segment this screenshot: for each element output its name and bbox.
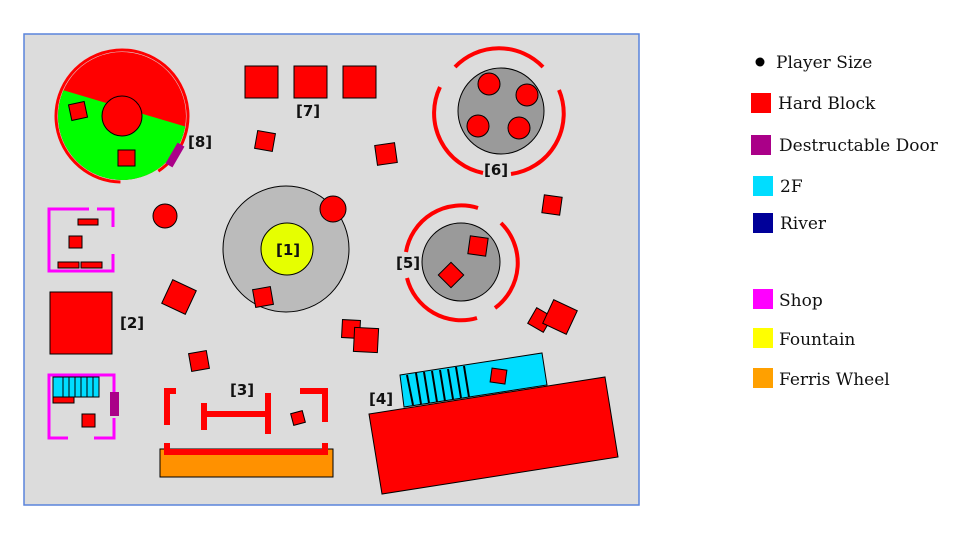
- player-size-icon: [755, 57, 765, 67]
- fountain-swatch: [753, 328, 773, 348]
- area-4: [4]: [368, 352, 619, 495]
- shop-2: [47, 373, 119, 440]
- legend-fountain: Fountain: [779, 330, 855, 350]
- legend: Player Size Hard Block Destructable Door…: [751, 53, 939, 390]
- area-8: [8]: [54, 48, 212, 184]
- label-3: [3]: [230, 381, 254, 399]
- label-7: [7]: [296, 102, 320, 120]
- label-2: [2]: [120, 314, 144, 332]
- label-6: [6]: [484, 161, 508, 179]
- door-swatch: [751, 135, 771, 155]
- label-1: [1]: [276, 241, 300, 259]
- fountain: [260, 222, 314, 276]
- destructable-door: [165, 142, 185, 168]
- area-5: [404, 203, 520, 323]
- area-3: [3]: [159, 381, 334, 478]
- hard-block-swatch: [751, 93, 771, 113]
- label-4: [4]: [369, 390, 393, 408]
- legend-river: River: [780, 214, 827, 234]
- 2f-swatch: [753, 176, 773, 196]
- label-8: [8]: [188, 133, 212, 151]
- area-6: [432, 46, 566, 176]
- legend-player-size: Player Size: [776, 53, 872, 73]
- river-swatch: [753, 213, 773, 233]
- hard-blocks: [161, 129, 578, 426]
- legend-ferris-wheel: Ferris Wheel: [779, 370, 890, 390]
- shop-swatch: [753, 289, 773, 309]
- area-7: [7]: [244, 65, 377, 120]
- legend-hard-block: Hard Block: [778, 94, 876, 114]
- legend-shop: Shop: [779, 291, 823, 311]
- ferris-wheel-swatch: [753, 368, 773, 388]
- legend-door: Destructable Door: [779, 136, 939, 156]
- legend-2f: 2F: [780, 177, 803, 197]
- shop-1: [47, 207, 115, 273]
- label-5: [5]: [396, 254, 420, 272]
